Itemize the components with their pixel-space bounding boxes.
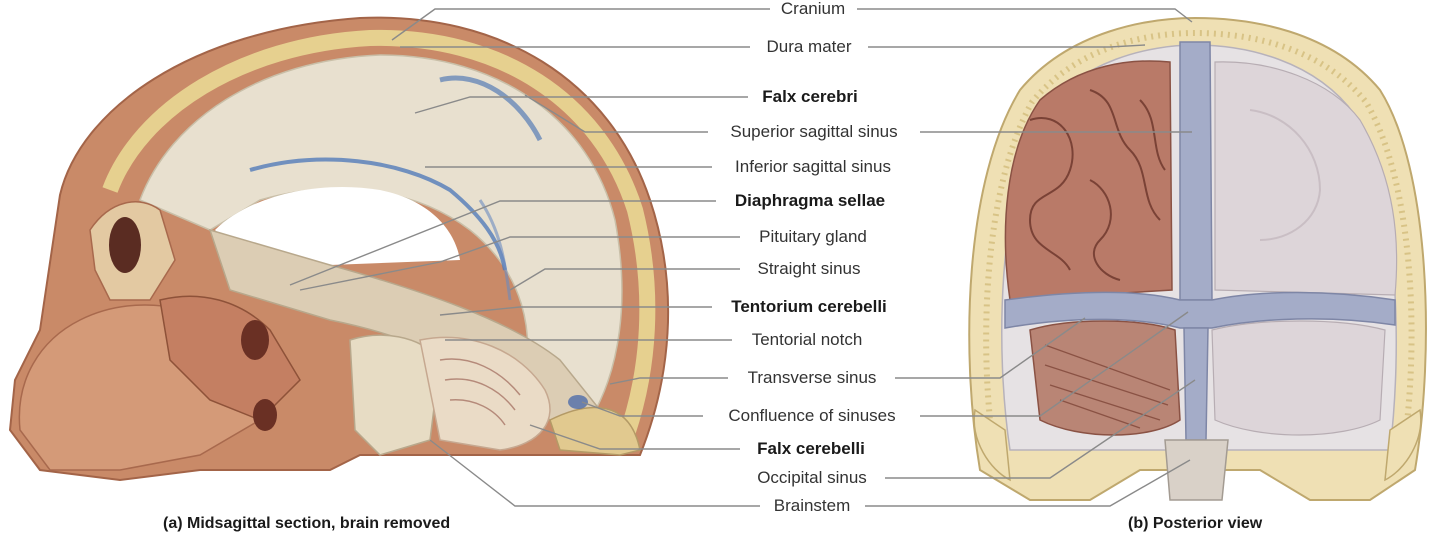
posterior-view-image <box>968 16 1427 501</box>
leader-line-transverse-sinus-right <box>895 317 1086 379</box>
leader-line-brainstem-left <box>429 439 760 507</box>
label-diaphragma-sellae: Diaphragma sellae <box>730 191 890 211</box>
label-dura-mater: Dura mater <box>762 37 856 57</box>
caption-posterior-view: (b) Posterior view <box>1128 515 1263 532</box>
leader-line-falx-cerebelli <box>529 424 740 450</box>
leader-line-cranium-right <box>857 8 1193 23</box>
leader-line-falx-cerebri <box>414 96 748 114</box>
leader-line-tentorium-cerebelli <box>439 306 712 316</box>
label-occipital-sinus: Occipital sinus <box>753 468 871 488</box>
leader-line-dura-mater-right <box>868 44 1146 48</box>
label-confluence-of-sinuses: Confluence of sinuses <box>724 406 900 426</box>
label-superior-sagittal-sinus: Superior sagittal sinus <box>726 122 902 142</box>
leader-line-diaphragma-sellae <box>289 200 716 286</box>
leader-line-pituitary-gland <box>299 236 740 291</box>
label-falx-cerebelli: Falx cerebelli <box>753 439 869 459</box>
label-inferior-sagittal-sinus: Inferior sagittal sinus <box>731 157 895 177</box>
label-brainstem: Brainstem <box>769 496 855 516</box>
leader-line-superior-sagittal-sinus-left <box>524 94 708 133</box>
leader-line-confluence-of-sinuses-left <box>581 401 703 417</box>
leader-line-cranium-left <box>391 8 770 41</box>
caption-midsagittal-section: (a) Midsagittal section, brain removed <box>163 515 451 532</box>
label-pituitary-gland: Pituitary gland <box>755 227 871 247</box>
leader-lines <box>289 8 1196 507</box>
leader-line-brainstem-right <box>865 459 1191 507</box>
leader-line-transverse-sinus-left <box>609 377 728 385</box>
midsagittal-section-image <box>8 16 670 482</box>
label-transverse-sinus: Transverse sinus <box>743 368 881 388</box>
leader-line-occipital-sinus <box>885 379 1196 479</box>
leader-line-straight-sinus <box>509 268 740 291</box>
label-falx-cerebri: Falx cerebri <box>758 87 862 107</box>
leader-line-confluence-of-sinuses-right <box>920 311 1189 417</box>
label-cranium: Cranium <box>776 0 850 19</box>
label-straight-sinus: Straight sinus <box>753 259 865 279</box>
label-tentorial-notch: Tentorial notch <box>747 330 867 350</box>
label-tentorium-cerebelli: Tentorium cerebelli <box>727 297 891 317</box>
